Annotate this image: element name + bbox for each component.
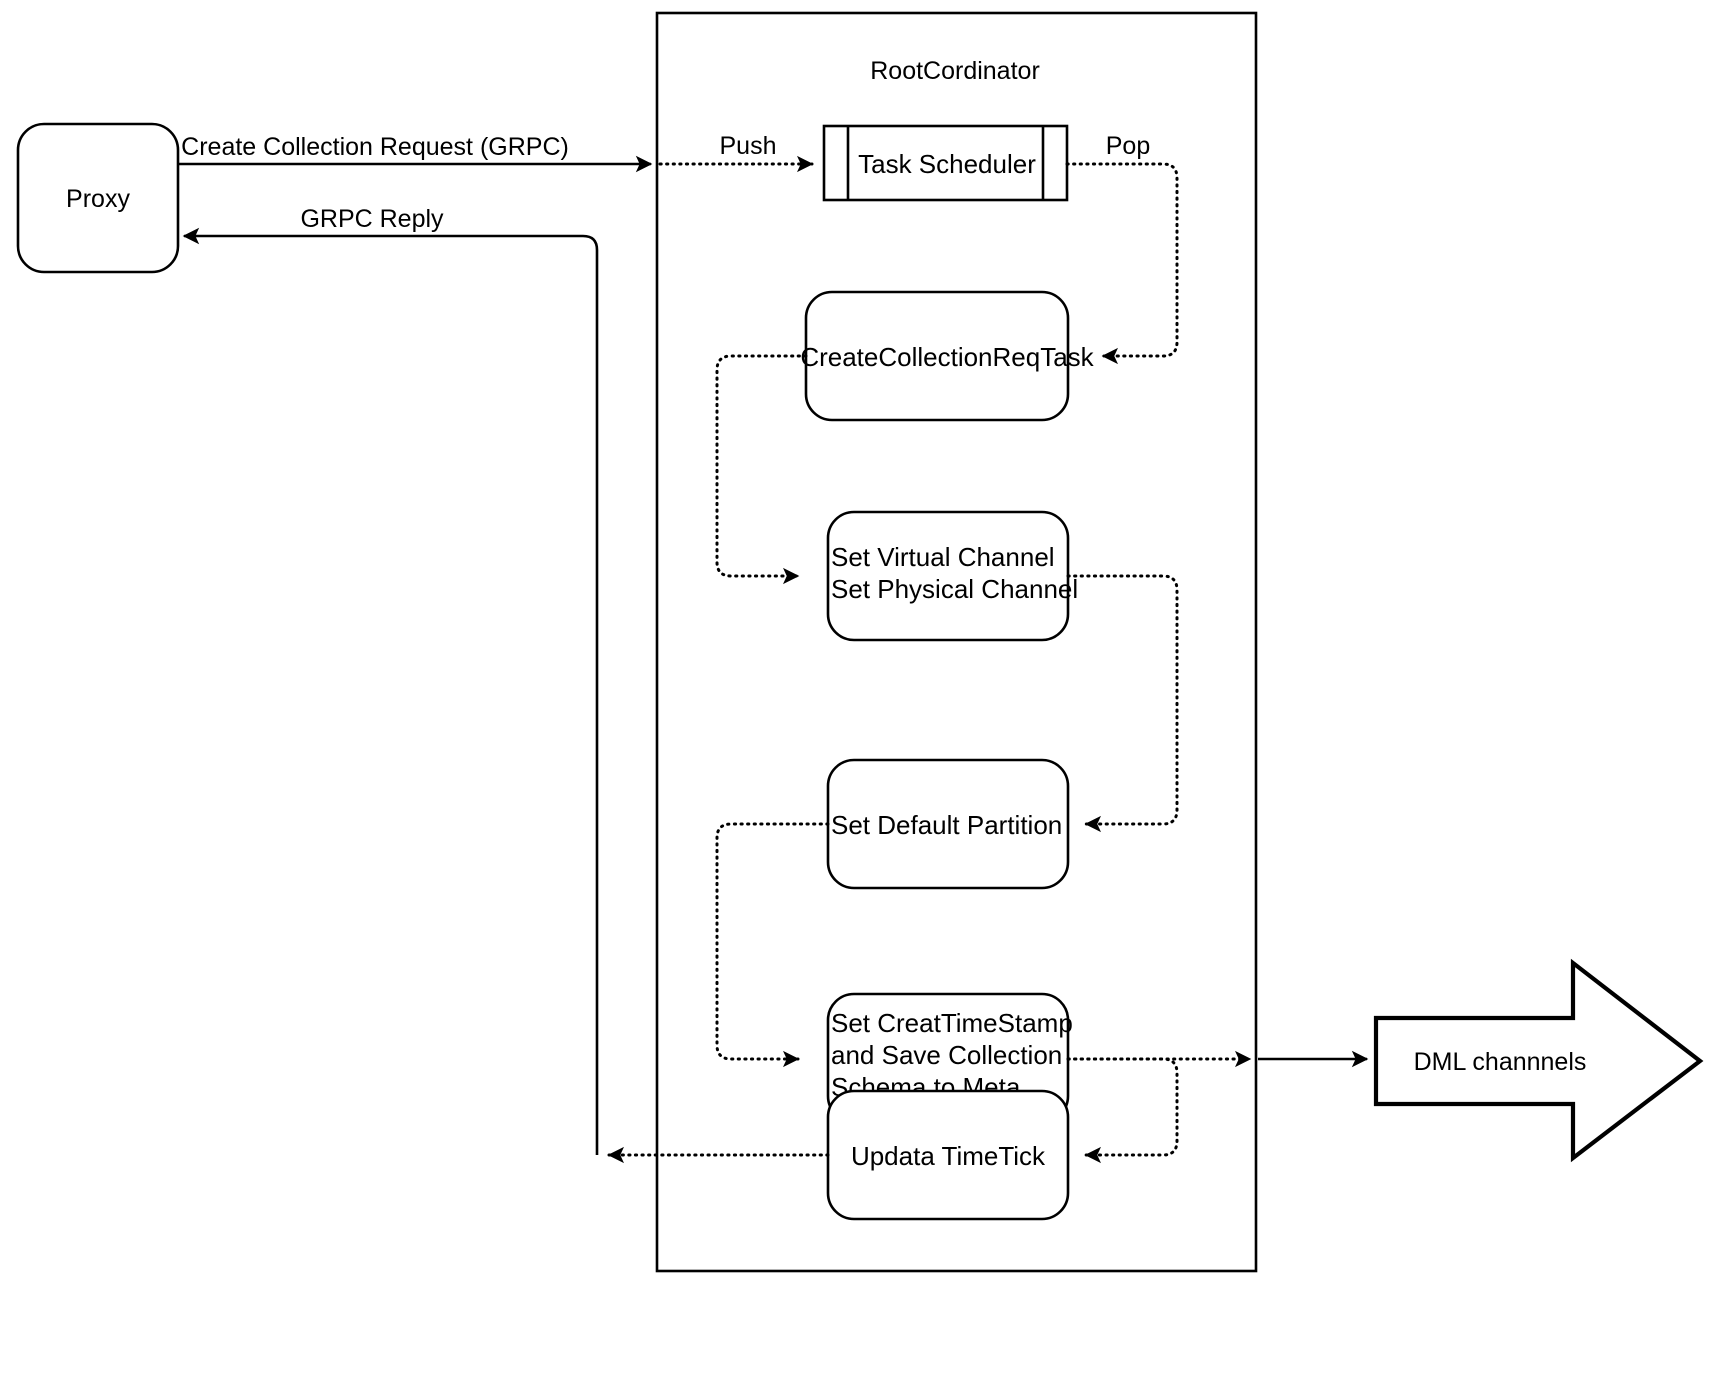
edge-pop-label: Pop	[1106, 132, 1150, 160]
dml-channels-label: DML channnels	[1414, 1048, 1587, 1076]
edge-create-collection-request-label: Create Collection Request (GRPC)	[181, 133, 569, 161]
edge-task-to-channels	[715, 354, 808, 585]
task-scheduler-label: Task Scheduler	[858, 149, 1036, 179]
edge-push-label: Push	[720, 132, 777, 160]
edge-grpc-reply-label: GRPC Reply	[300, 205, 444, 233]
proxy-node-label: Proxy	[66, 185, 130, 213]
edge-timestamp-to-timetick	[1066, 1057, 1179, 1164]
create-collection-req-task-label: CreateCollectionReqTask	[800, 342, 1094, 372]
edge-grpc-reply	[182, 227, 599, 1155]
set-channels-label-line2: Set Physical Channel	[831, 574, 1078, 604]
rootcoordinator-title: RootCordinator	[870, 57, 1040, 85]
update-timetick-label: Updata TimeTick	[851, 1141, 1046, 1171]
proxy-node[interactable]	[16, 122, 180, 274]
set-default-partition-label: Set Default Partition	[831, 810, 1062, 840]
set-channels-label-line1: Set Virtual Channel	[831, 542, 1055, 572]
set-create-timestamp-label-line2: and Save Collection	[831, 1040, 1062, 1070]
edge-pop	[1065, 162, 1179, 365]
edge-channels-to-partition	[1066, 574, 1179, 833]
set-create-timestamp-label-line1: Set CreatTimeStamp	[831, 1008, 1073, 1038]
dml-channels-node[interactable]	[1373, 958, 1704, 1163]
edge-partition-to-timestamp	[715, 822, 830, 1068]
